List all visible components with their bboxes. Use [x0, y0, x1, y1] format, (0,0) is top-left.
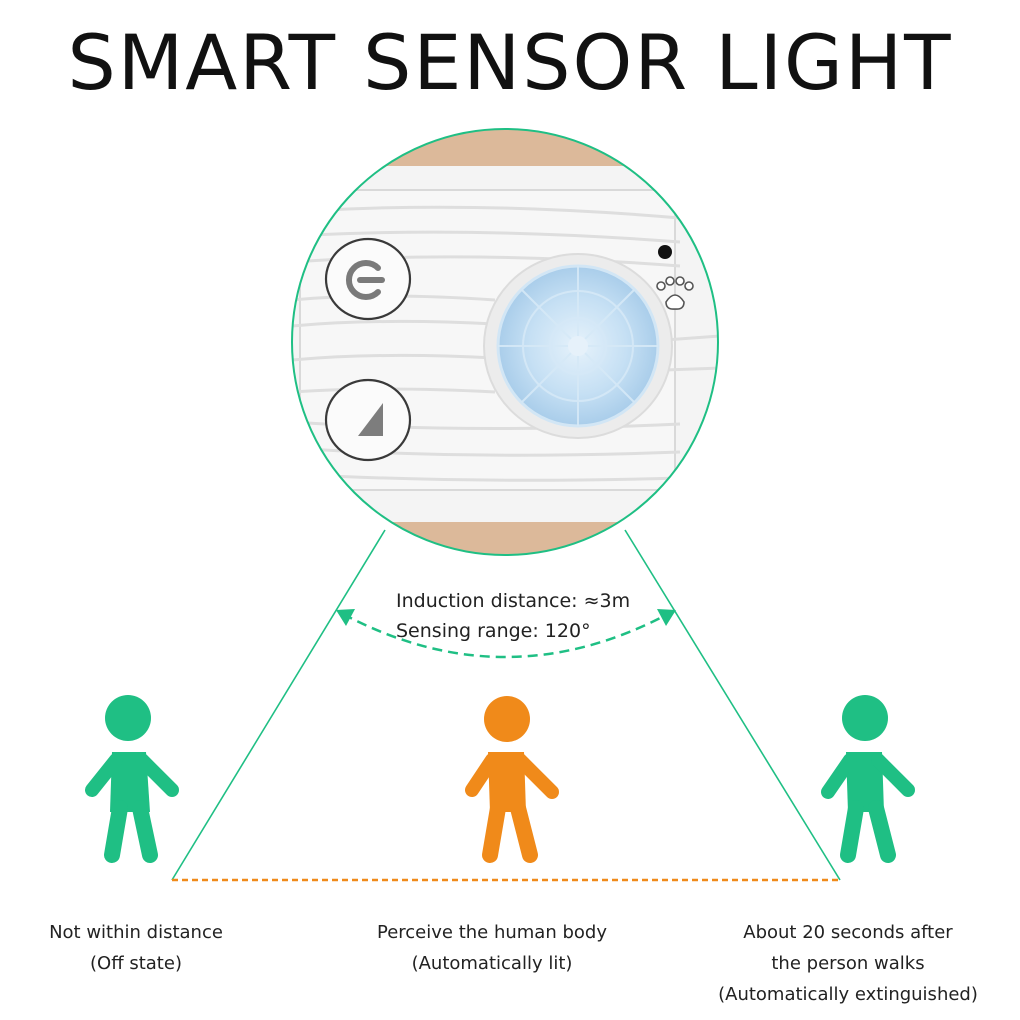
caption-line: Not within distance	[49, 922, 223, 943]
caption-lit-state: Perceive the human body (Automatically l…	[352, 917, 632, 979]
caption-line: (Off state)	[90, 953, 182, 974]
power-button	[324, 237, 412, 321]
caption-off-state: Not within distance (Off state)	[20, 917, 252, 979]
arc-arrow-right	[657, 609, 676, 626]
caption-extinguished-state: About 20 seconds after the person walks …	[706, 917, 990, 1010]
cone-left-line	[171, 529, 386, 881]
indicator-dot	[658, 245, 672, 259]
sensing-range-label: Sensing range: 120°	[396, 620, 591, 642]
device-closeup	[292, 129, 718, 555]
caption-line: the person walks	[771, 953, 925, 974]
person-detected	[465, 696, 559, 863]
power-icon	[345, 260, 385, 300]
induction-distance-label: Induction distance: ≈3m	[396, 590, 631, 612]
mode-button	[324, 378, 412, 462]
cone-right-line	[624, 529, 841, 881]
caption-line: Perceive the human body	[376, 922, 607, 943]
wood-strip-top	[292, 129, 718, 166]
person-walked-away	[821, 695, 915, 863]
magnifier-ring	[291, 128, 719, 556]
caption-line: (Automatically lit)	[411, 953, 573, 974]
caption-line: (Automatically extinguished)	[718, 984, 978, 1005]
paw-icon	[656, 276, 694, 310]
caption-line: About 20 seconds after	[743, 922, 953, 943]
play-triangle-icon	[358, 403, 383, 436]
sensing-range-arc	[342, 612, 669, 659]
person-not-detected	[85, 695, 179, 863]
page-title: SMART SENSOR LIGHT	[67, 18, 953, 107]
arc-arrow-left	[336, 609, 355, 626]
